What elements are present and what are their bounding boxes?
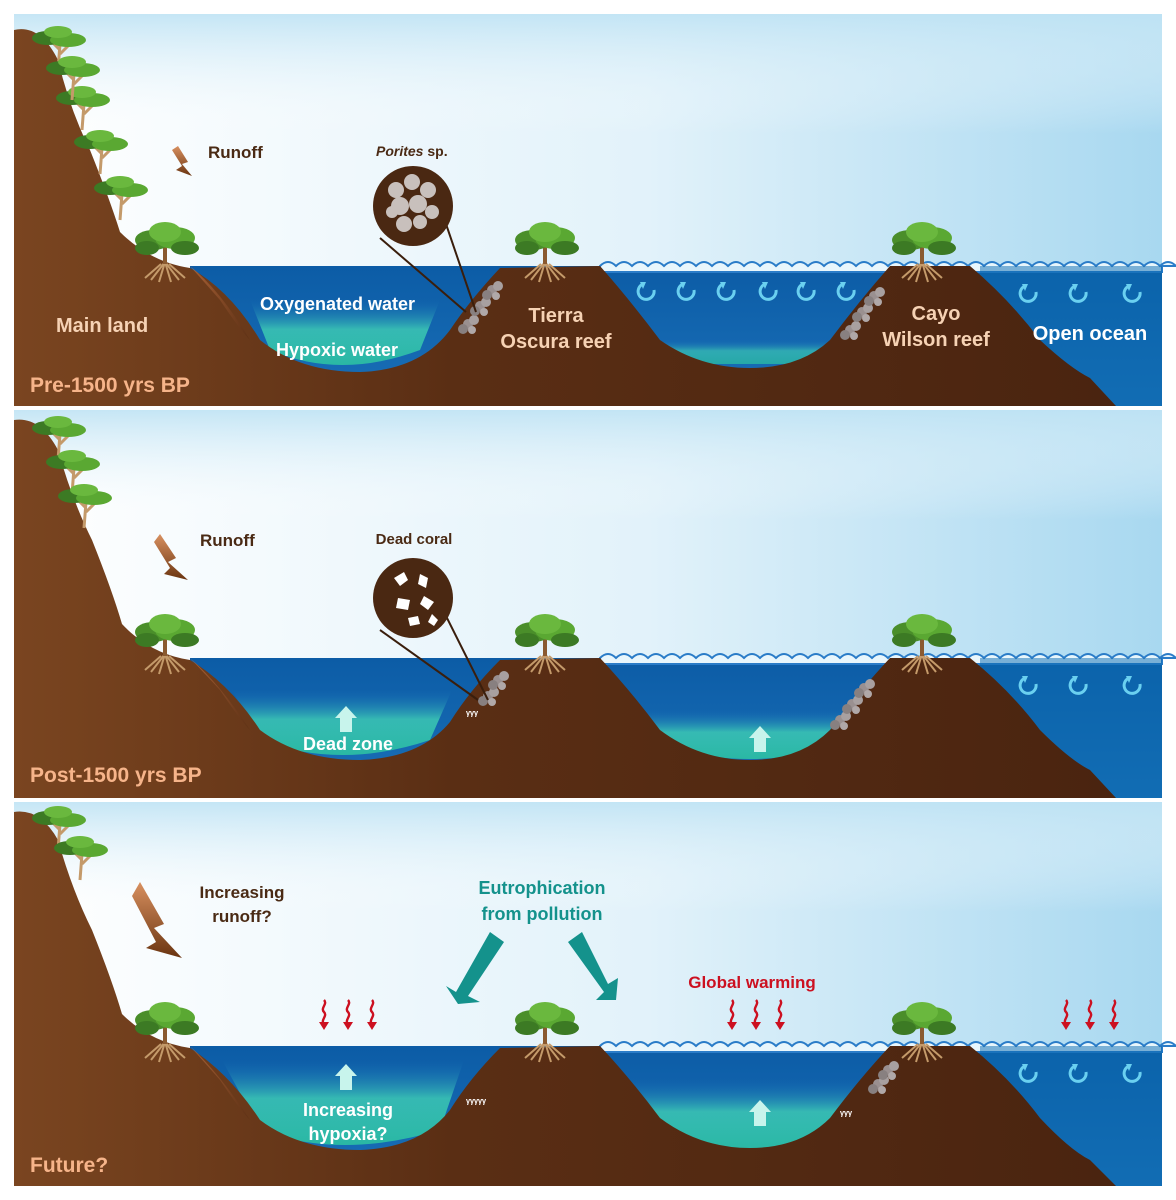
increasing-runoff-label-2: runoff?	[212, 907, 271, 926]
mainland-label: Main land	[56, 315, 148, 337]
period-label-pre: Pre-1500 yrs BP	[30, 374, 190, 397]
svg-text:ᵞᵞᵞᵞᵞ: ᵞᵞᵞᵞᵞ	[465, 1097, 487, 1109]
dead-coral-rubble: ᵞᵞᵞᵞᵞ ᵞᵞᵞ	[465, 1061, 899, 1121]
hypoxic-layer-outer	[650, 340, 840, 364]
runoff-arrow-icon	[172, 146, 192, 176]
panel-pre-1500: Runoff Porites sp. Main land Oxygenated …	[14, 14, 1176, 407]
increasing-hypoxia-label-1: Increasing	[303, 1100, 393, 1120]
dead-zone-layer-outer	[640, 710, 850, 759]
tierra-label-2: Oscura reef	[500, 331, 612, 353]
period-label-post: Post-1500 yrs BP	[30, 764, 202, 787]
dead-coral-magnifier-icon	[373, 558, 489, 701]
open-ocean-label: Open ocean	[1033, 323, 1147, 345]
porites-label: Porites sp.	[376, 143, 448, 159]
hypoxic-label: Hypoxic water	[276, 340, 398, 360]
oxygenated-label: Oxygenated water	[260, 294, 415, 314]
runoff-label: Runoff	[200, 531, 255, 550]
global-warming-label: Global warming	[688, 973, 816, 992]
increasing-runoff-label-1: Increasing	[199, 883, 284, 902]
svg-text:ᵞᵞᵞ: ᵞᵞᵞ	[465, 709, 479, 721]
cayo-label-2: Wilson reef	[882, 329, 990, 351]
hypoxic-layer	[250, 300, 440, 365]
panel-future: ᵞᵞᵞᵞᵞ ᵞᵞᵞ Increasing runoff? Eutrophi	[14, 802, 1176, 1186]
eutrophication-label-2: from pollution	[482, 904, 603, 924]
period-label-future: Future?	[30, 1154, 108, 1177]
coral-magnifier-icon	[373, 166, 477, 313]
tierra-label-1: Tierra	[528, 305, 584, 327]
hypoxia-layer	[222, 1060, 464, 1145]
panel-post-1500: ᵞᵞᵞ Runoff Dead coral Dead	[14, 410, 1176, 798]
dead-coral-rubble: ᵞᵞᵞ	[465, 671, 875, 730]
eutrophication-arrow-icon	[446, 932, 618, 1004]
mainland-terrain	[14, 29, 1116, 407]
cayo-label-1: Cayo	[912, 303, 961, 325]
runoff-label: Runoff	[208, 143, 263, 162]
runoff-arrow-icon	[132, 882, 182, 958]
dead-zone-label: Dead zone	[303, 734, 393, 754]
svg-text:ᵞᵞᵞ: ᵞᵞᵞ	[839, 1109, 853, 1121]
runoff-arrow-icon	[154, 534, 188, 580]
increasing-hypoxia-label-2: hypoxia?	[308, 1124, 387, 1144]
dead-coral-label: Dead coral	[376, 531, 453, 548]
eutrophication-label-1: Eutrophication	[479, 878, 606, 898]
